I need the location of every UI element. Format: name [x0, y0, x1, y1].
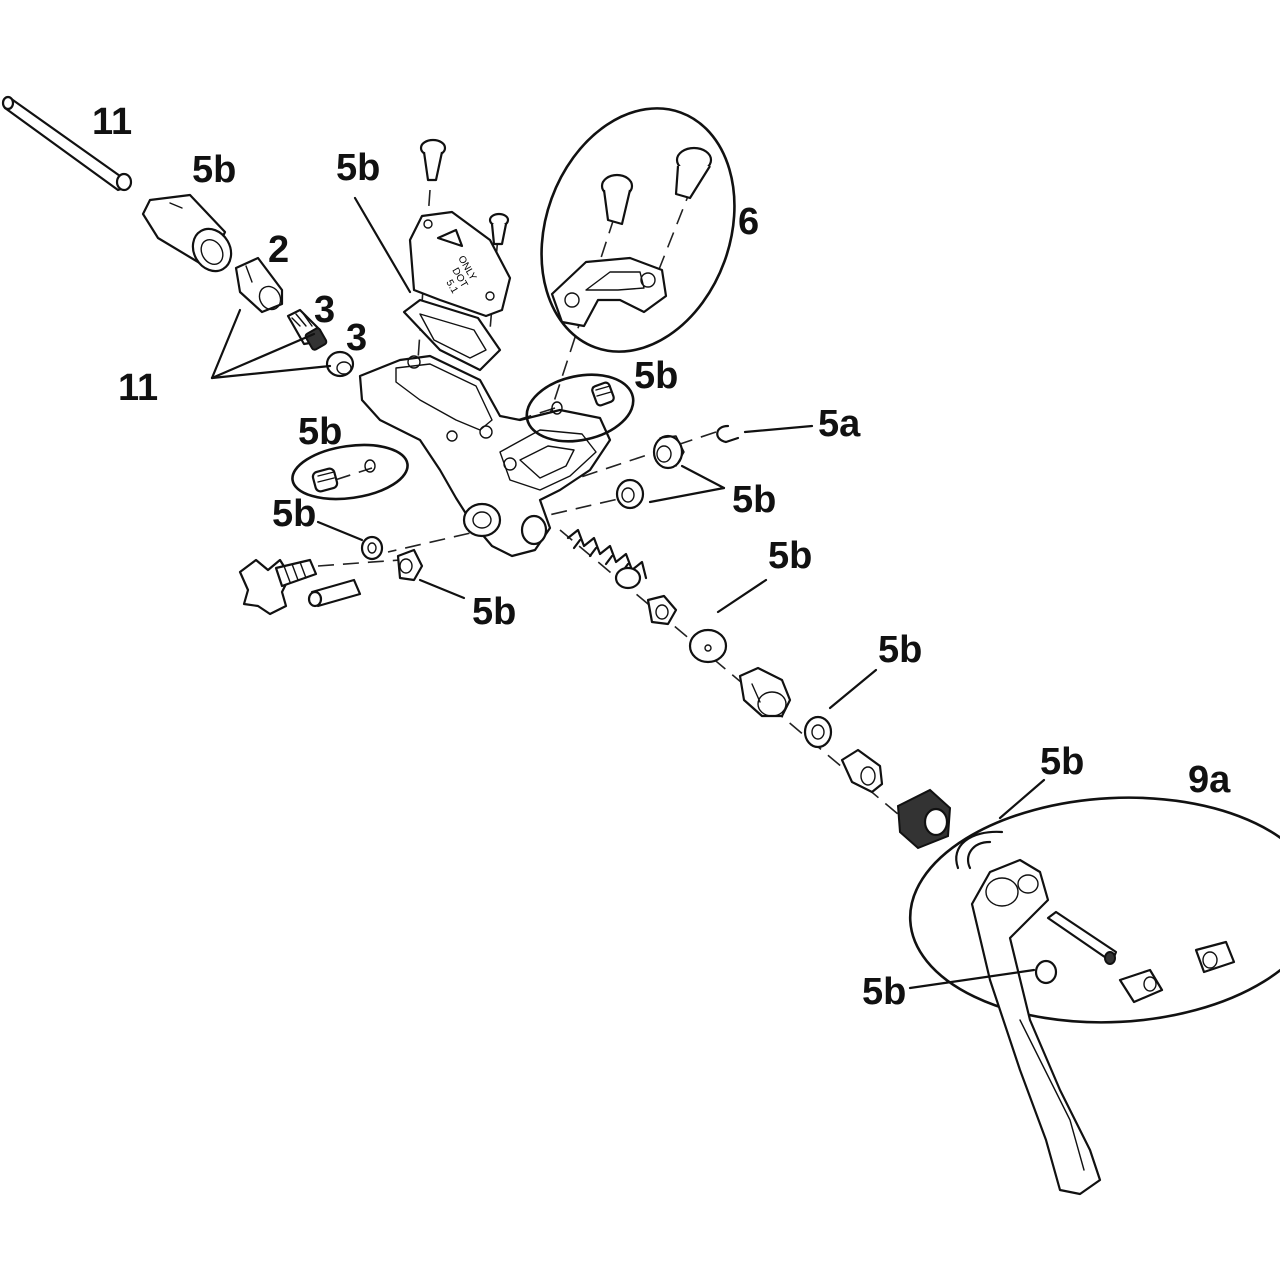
- bleed-screw-left: [291, 443, 409, 501]
- label-insert-lower: 3: [346, 317, 367, 359]
- clamp-group: [540, 107, 736, 353]
- label-fitting: 2: [268, 229, 289, 271]
- washer-left: [360, 535, 384, 561]
- olive: [325, 350, 355, 378]
- pivot-clip: [716, 424, 740, 444]
- label-piston-cup: 5b: [768, 535, 812, 577]
- cap-screws: [419, 138, 510, 246]
- spring-seat: [646, 594, 678, 626]
- piston: [738, 666, 792, 718]
- label-hose: 11: [92, 101, 132, 143]
- reservoir-cap: ONLY DOT 5.1: [408, 210, 512, 318]
- brake-hose: [1, 95, 133, 192]
- master-cylinder-body: [358, 354, 612, 558]
- leader-lines: [210, 196, 1046, 990]
- reach-adjust-knob: [238, 558, 362, 616]
- hose-boot: [141, 193, 233, 273]
- lever-kit: [908, 796, 1280, 1196]
- label-pivot-clip: 5a: [818, 403, 861, 445]
- piston-cup: [688, 628, 728, 664]
- label-cap-gasket: 5b: [336, 147, 380, 189]
- label-hose-boot: 5b: [192, 149, 236, 191]
- label-insert-upper: 3: [314, 289, 335, 331]
- cap-gasket: [402, 298, 502, 372]
- pushrod: [840, 748, 884, 794]
- clamp-callout-ring: [540, 107, 736, 353]
- label-retaining-clip: 5b: [1040, 741, 1084, 783]
- label-pivot-bushings: 5b: [732, 479, 776, 521]
- reach-adjust-cup: [396, 548, 424, 582]
- label-piston-washer: 5b: [878, 629, 922, 671]
- label-fitting-kit: 11: [118, 367, 158, 409]
- bleed-screw-right: [525, 373, 635, 443]
- pivot-bushings: [615, 434, 685, 510]
- label-bleed-screw-left: 5b: [298, 411, 342, 453]
- label-lever-bushing: 5b: [862, 971, 906, 1013]
- piston-washer: [803, 715, 833, 749]
- callout-labels: 11 5b 5b 2 3 3 11 6 5b 5a 5b 5b 5b 5b 5b…: [92, 101, 1231, 1013]
- label-bleed-screw-right: 5b: [634, 355, 678, 397]
- piston-spring: [566, 528, 648, 590]
- label-washer-left: 5b: [272, 493, 316, 535]
- label-lever-kit: 9a: [1188, 759, 1231, 801]
- compression-fitting: [234, 256, 284, 314]
- label-reach-adjust: 5b: [472, 591, 516, 633]
- lever-kit-callout-ring: [908, 796, 1280, 1024]
- threaded-adjuster: [896, 788, 952, 850]
- label-clamp: 6: [738, 201, 759, 243]
